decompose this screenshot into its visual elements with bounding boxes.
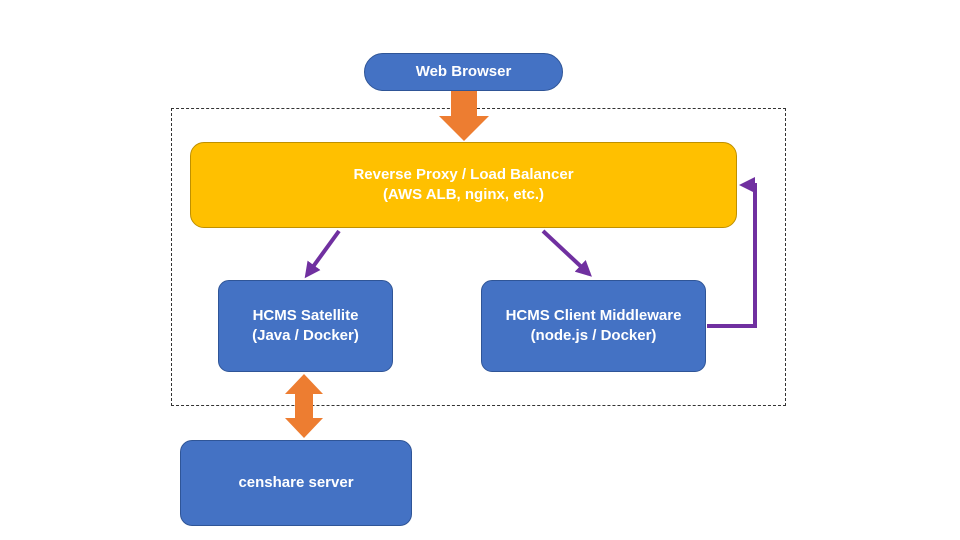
middleware-to-proxy-arrow <box>707 177 757 328</box>
proxy-to-middleware-arrow <box>541 229 592 277</box>
container-boundary <box>171 108 786 406</box>
satellite-censhare-double-arrow <box>285 374 323 438</box>
reverse-proxy-subtitle: (AWS ALB, nginx, etc.) <box>382 186 545 203</box>
browser-to-proxy-arrow <box>439 91 489 141</box>
hcms-middleware-subtitle: (node.js / Docker) <box>530 327 657 344</box>
censhare-server-label: censhare server <box>238 474 354 491</box>
web-browser-label: Web Browser <box>415 63 512 80</box>
proxy-to-satellite-arrow <box>304 229 341 279</box>
hcms-middleware-node: HCMS Client Middleware (node.js / Docker… <box>481 280 706 372</box>
hcms-satellite-subtitle: (Java / Docker) <box>252 327 359 344</box>
hcms-satellite-node: HCMS Satellite (Java / Docker) <box>218 280 393 372</box>
censhare-server-node: censhare server <box>180 440 412 526</box>
reverse-proxy-node: Reverse Proxy / Load Balancer (AWS ALB, … <box>190 142 737 228</box>
web-browser-node: Web Browser <box>364 53 563 91</box>
hcms-middleware-title: HCMS Client Middleware <box>505 307 682 324</box>
reverse-proxy-title: Reverse Proxy / Load Balancer <box>353 166 574 183</box>
hcms-satellite-title: HCMS Satellite <box>252 307 359 324</box>
